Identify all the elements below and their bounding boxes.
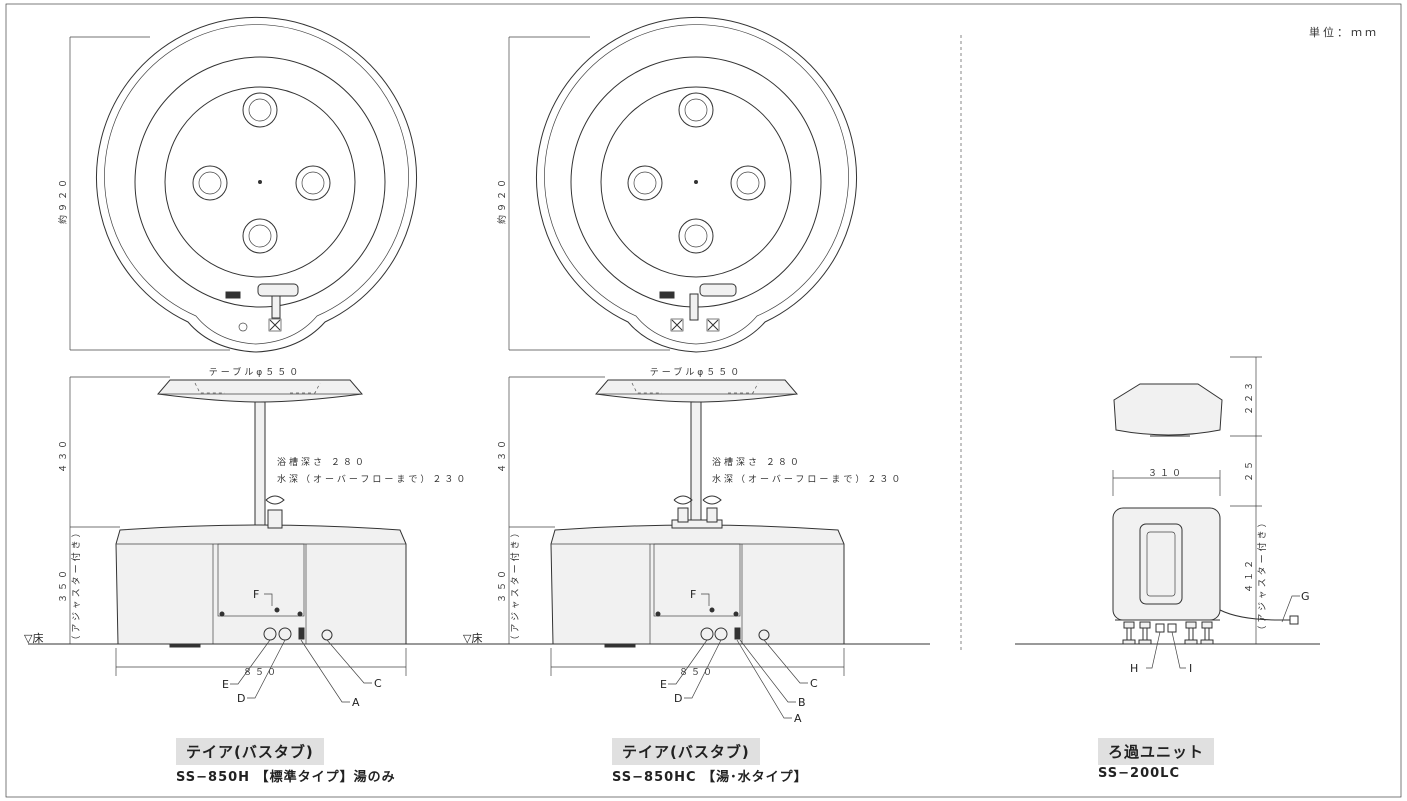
tub1-label-D: D [237,692,245,705]
tub2-top-view: 約９２０ [496,16,857,353]
tub1-label-E: E [222,678,229,691]
filter-width-dim: ３１０ [1148,469,1184,479]
tub2-label-F: F [690,588,696,601]
filter-unit-view: ２２３ ２５ ４１２ （アジャスター付き） ３１０ [1112,356,1299,645]
unit-label: 単位：ｍｍ [1309,26,1379,39]
tub1-front-view: ４３０ ３５０ （アジャスター付き） テーブルφ５５０ [59,366,407,648]
svg-text:８５０: ８５０ [679,668,715,678]
filter-top-dim: ２２３ [1245,379,1255,415]
tub2-table-dim: テーブルφ５５０ [650,366,742,378]
tub2-label-D: D [674,692,682,705]
tub2-width-dim: ８５０ [550,648,845,678]
tub1-tub-height-dim: ３５０ [59,567,69,603]
filter-product-title: ろ過ユニット [1098,738,1215,765]
tub1-floor-label: ▽床 [24,631,43,645]
tub2-diameter-dim: 約９２０ [496,176,508,224]
tub2-model-name: SS−850HC 【湯･水タイプ】 [612,770,808,785]
tub1-label-A: A [352,696,360,709]
tub1-product-title: テイア(バスタブ) [176,738,324,765]
tub1-adjuster-dim: （アジャスター付き） [71,525,82,644]
filter-label-G: G [1301,590,1310,603]
frame-border [5,3,1402,798]
tub1-table-height-dim: ４３０ [59,437,69,473]
tub1-label-C: C [374,677,382,690]
tub2-front-view: ４３０ ３５０ （アジャスター付き） テーブルφ５５０ [498,366,845,648]
tub2-label-E: E [660,678,667,691]
tub1-water-note: 水深（オーバーフローまで）２３０ [277,473,468,485]
tub1-top-view: 約９２０ [57,16,417,353]
tub1-label-F: F [253,588,259,601]
svg-text:８５０: ８５０ [243,668,279,678]
filter-label-I: I [1189,662,1192,675]
filter-adjuster-dim: （アジャスター付き） [1257,515,1268,634]
tub1-depth-note: 浴槽深さ ２８０ [277,456,367,468]
tub1-table-dim: テーブルφ５５０ [209,366,301,378]
filter-height-dim: ４１２ [1245,557,1255,593]
tub2-adjuster-dim: （アジャスター付き） [510,525,521,644]
tub2-product-title: テイア(バスタブ) [612,738,760,765]
tub2-table-height-dim: ４３０ [498,437,508,473]
filter-model-name: SS−200LC [1098,766,1180,781]
tub2-label-C: C [810,677,818,690]
tub2-water-note: 水深（オーバーフローまで）２３０ [712,473,903,485]
tub2-floor-label: ▽床 [463,631,482,645]
tub1-model-name: SS−850H 【標準タイプ】湯のみ [176,770,396,785]
tub2-label-B: B [798,696,806,709]
tub1-width-dim: ８５０ [115,648,407,678]
tub2-depth-note: 浴槽深さ ２８０ [712,456,802,468]
tub1-diameter-dim: 約９２０ [57,176,69,224]
tub2-tub-height-dim: ３５０ [498,567,508,603]
filter-gap-dim: ２５ [1245,458,1255,482]
tub2-label-A: A [794,712,802,725]
filter-label-H: H [1130,662,1138,675]
